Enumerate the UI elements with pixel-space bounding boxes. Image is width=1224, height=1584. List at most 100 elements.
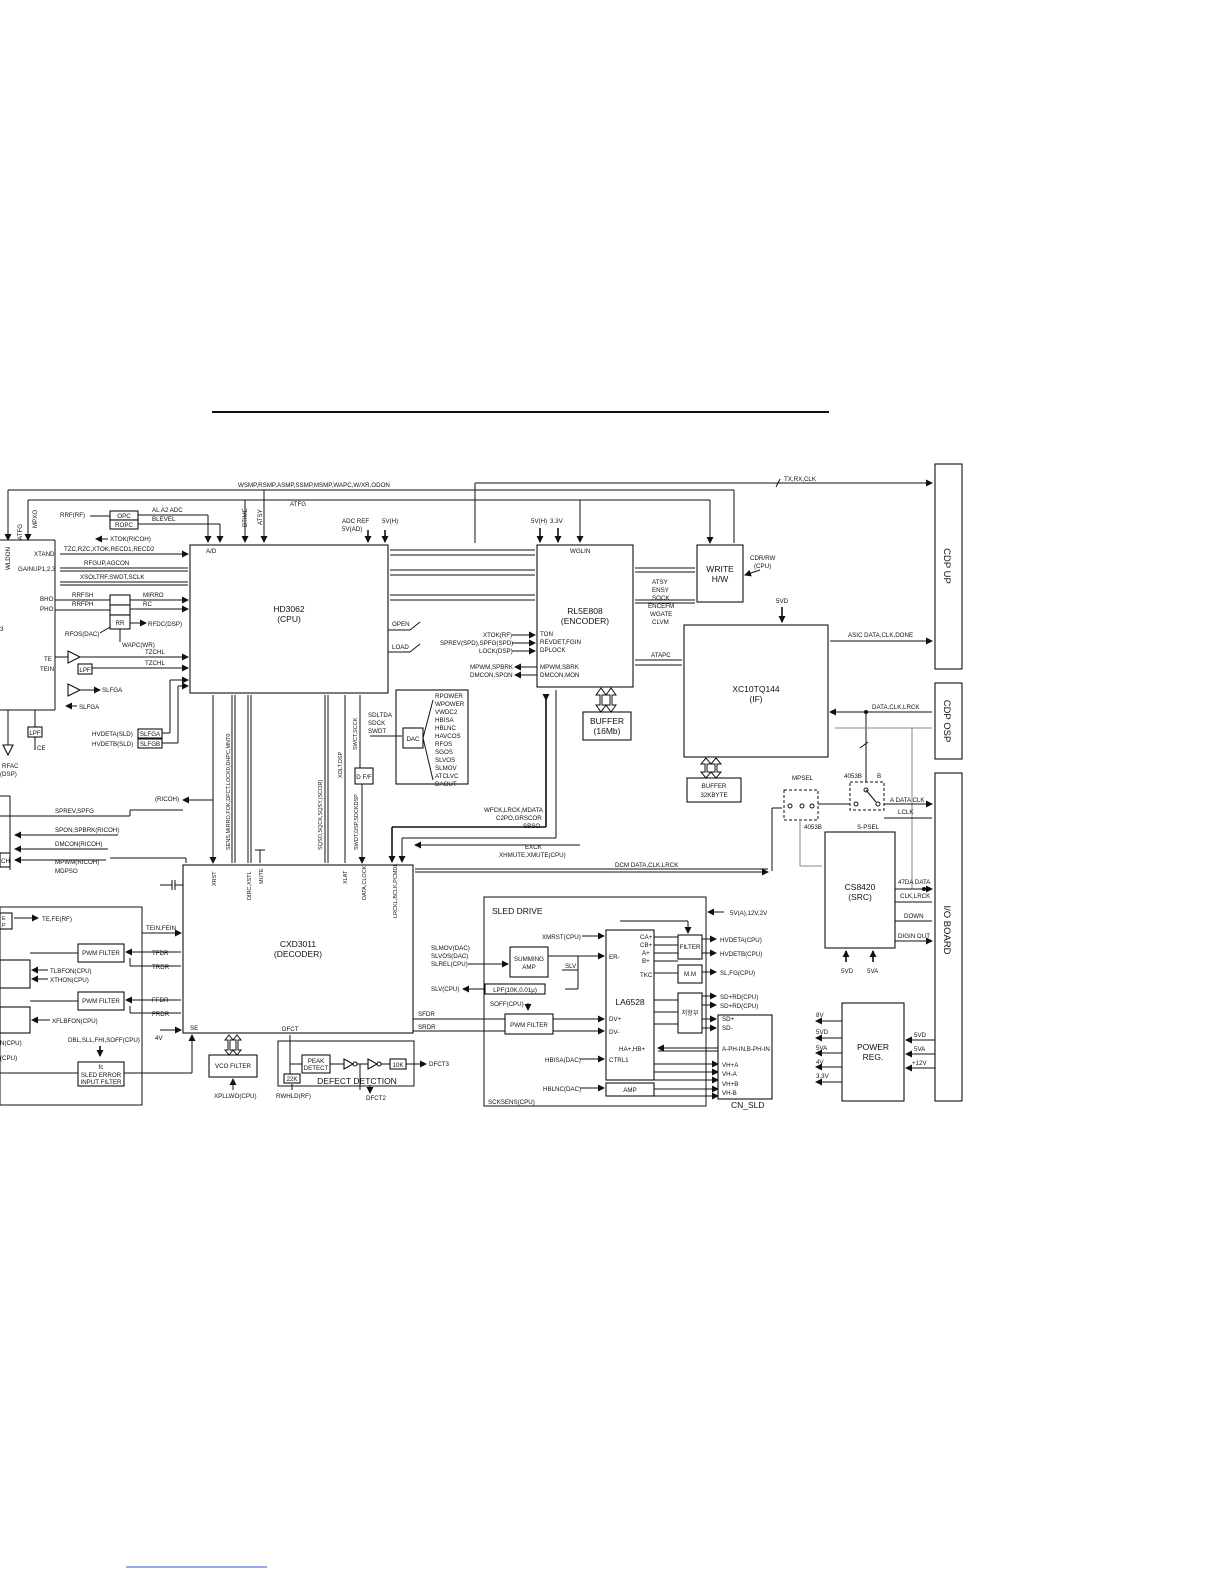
sig-n3: 3 bbox=[0, 626, 4, 633]
svg-text:LCLK: LCLK bbox=[898, 809, 914, 816]
svg-text:RPOWER: RPOWER bbox=[435, 693, 463, 700]
svg-text:E: E bbox=[2, 916, 6, 922]
svg-text:MDPSO: MDPSO bbox=[55, 868, 78, 875]
sh-box-1 bbox=[109, 594, 131, 606]
summing-amp bbox=[509, 946, 549, 978]
lpf-box bbox=[77, 663, 93, 675]
svg-text:XTOK(RF): XTOK(RF) bbox=[483, 632, 512, 639]
svg-text:ROPC: ROPC bbox=[115, 522, 133, 529]
svg-text:ER-: ER- bbox=[609, 954, 620, 961]
sig-rrfsh: RRFSH bbox=[72, 592, 93, 599]
svg-text:S-PSEL: S-PSEL bbox=[857, 824, 880, 831]
cpu-name: HD3062 bbox=[273, 604, 304, 614]
svg-text:HBISA: HBISA bbox=[435, 717, 454, 724]
svg-text:TON: TON bbox=[540, 631, 553, 638]
sig-open: OPEN bbox=[392, 621, 410, 628]
svg-text:32KBYTE: 32KBYTE bbox=[700, 792, 727, 799]
svg-text:XHMUTE,XMUTE(CPU): XHMUTE,XMUTE(CPU) bbox=[499, 852, 566, 859]
sig-wapc: WAPC(WR) bbox=[122, 642, 155, 649]
svg-text:D F/F: D F/F bbox=[356, 774, 372, 781]
svg-text:VWDC2: VWDC2 bbox=[435, 709, 458, 716]
svg-text:CDR/RW: CDR/RW bbox=[750, 555, 775, 562]
svg-text:A DATA CLK: A DATA CLK bbox=[890, 797, 925, 804]
sig-wldon: WLDON bbox=[5, 547, 12, 570]
svg-text:N(CPU): N(CPU) bbox=[0, 1040, 22, 1047]
sig-wglin: WGLIN bbox=[570, 548, 590, 555]
svg-text:INPUT FILTER: INPUT FILTER bbox=[80, 1079, 122, 1086]
svg-text:(IF): (IF) bbox=[749, 694, 762, 704]
svg-text:SOCK: SOCK bbox=[652, 595, 670, 602]
svg-text:5V(A),12V,2V: 5V(A),12V,2V bbox=[730, 910, 768, 917]
svg-text:TRDR: TRDR bbox=[152, 964, 170, 971]
sig-tzc: TZC,RZC,XTOK,RECD1,RECD2 bbox=[64, 546, 155, 553]
svg-text:RFOS: RFOS bbox=[435, 741, 452, 748]
svg-text:VH+A: VH+A bbox=[722, 1062, 739, 1069]
sig-al: AL A2 ADC bbox=[152, 507, 183, 514]
io-board bbox=[934, 772, 963, 1102]
sled-drive-group bbox=[483, 896, 707, 1107]
svg-text:CXD3011: CXD3011 bbox=[280, 939, 316, 949]
svg-text:LPF(10K,0.01μ): LPF(10K,0.01μ) bbox=[493, 987, 537, 994]
sig-tzchl1: TZCHL bbox=[145, 649, 165, 656]
svg-text:SGOS: SGOS bbox=[435, 749, 453, 756]
sig-rfac-2: (DSP) bbox=[0, 771, 17, 778]
svg-text:LOCK(DSP): LOCK(DSP) bbox=[479, 648, 513, 655]
svg-text:SPON,SPBRK(RICOH): SPON,SPBRK(RICOH) bbox=[55, 827, 119, 834]
sig-rfac-1: RFAC bbox=[2, 763, 19, 770]
drv-box-2 bbox=[0, 1006, 31, 1034]
sig-ce: CE bbox=[37, 745, 46, 752]
sig-xtand: XTAND bbox=[34, 551, 55, 558]
svg-text:PWM FILTER: PWM FILTER bbox=[82, 998, 120, 1005]
svg-text:DIGIN OUT: DIGIN OUT bbox=[898, 933, 930, 940]
svg-text:DMCON(RICOH): DMCON(RICOH) bbox=[55, 841, 102, 848]
svg-text:A-PH-IN,B-PH-IN: A-PH-IN,B-PH-IN bbox=[722, 1046, 770, 1053]
svg-text:BUFFER: BUFFER bbox=[590, 716, 624, 726]
svg-text:TLBFON(CPU): TLBFON(CPU) bbox=[50, 968, 92, 975]
svg-text:C2PO,GRSCOR: C2PO,GRSCOR bbox=[496, 815, 542, 822]
svg-text:POWER: POWER bbox=[857, 1042, 889, 1052]
svg-text:22K: 22K bbox=[286, 1076, 298, 1083]
svg-text:TEIN,FEIN: TEIN,FEIN bbox=[146, 925, 176, 932]
svg-text:XC10TQ144: XC10TQ144 bbox=[732, 684, 780, 694]
svg-text:CN_SLD: CN_SLD bbox=[731, 1100, 765, 1110]
svg-text:SPREV,SPFG: SPREV,SPFG bbox=[55, 808, 94, 815]
svg-text:XFLBFON(CPU): XFLBFON(CPU) bbox=[52, 1018, 98, 1025]
svg-text:PEAK: PEAK bbox=[308, 1058, 325, 1065]
svg-text:DFCT2: DFCT2 bbox=[366, 1095, 386, 1102]
sig-adcref: ADC REF bbox=[342, 518, 369, 525]
sig-gain: GAINUP1,2,3 bbox=[18, 566, 56, 573]
svg-text:SLFGA: SLFGA bbox=[140, 731, 161, 738]
svg-text:SD-: SD- bbox=[722, 1025, 733, 1032]
sig-rrfph: RRFPH bbox=[72, 601, 93, 608]
svg-text:SRDR: SRDR bbox=[418, 1024, 436, 1031]
svg-text:PWM FILTER: PWM FILTER bbox=[82, 950, 120, 957]
sig-rrf: RRF(RF) bbox=[60, 512, 85, 519]
svg-text:AMP: AMP bbox=[522, 964, 535, 971]
sig-atfg-v: ATFG bbox=[17, 524, 24, 540]
svg-text:DV-: DV- bbox=[609, 1029, 619, 1036]
svg-text:AMP: AMP bbox=[623, 1087, 636, 1094]
svg-text:4V: 4V bbox=[155, 1035, 163, 1042]
vco-filter bbox=[208, 1054, 258, 1078]
sig-atfg-top: ATFG bbox=[290, 501, 306, 508]
dff-box bbox=[354, 767, 374, 785]
svg-text:SFDR: SFDR bbox=[418, 1011, 435, 1018]
mm-box bbox=[677, 964, 703, 984]
svg-text:fc: fc bbox=[99, 1064, 104, 1071]
svg-text:VH-A: VH-A bbox=[722, 1071, 738, 1078]
cpu-hd3062 bbox=[189, 544, 389, 694]
svg-text:P: P bbox=[2, 923, 6, 929]
svg-text:EXCK: EXCK bbox=[525, 844, 543, 851]
svg-text:SD+RD(CPU): SD+RD(CPU) bbox=[720, 994, 758, 1001]
svg-text:SDCK: SDCK bbox=[368, 720, 386, 727]
cdp-osp-board bbox=[934, 682, 963, 760]
k22-box bbox=[283, 1073, 301, 1084]
svg-text:(16Mb): (16Mb) bbox=[594, 726, 621, 736]
svg-text:DAC: DAC bbox=[406, 736, 420, 743]
sig-rfos: RFOS(DAC) bbox=[65, 631, 99, 638]
sig-load: LOAD bbox=[392, 644, 409, 651]
sig-mpxo: MPXO bbox=[32, 510, 39, 528]
svg-text:CLK,LRCK: CLK,LRCK bbox=[900, 893, 931, 900]
svg-text:REVDET,FGIN: REVDET,FGIN bbox=[540, 639, 581, 646]
sig-5vh: 5V(H) bbox=[382, 518, 398, 525]
